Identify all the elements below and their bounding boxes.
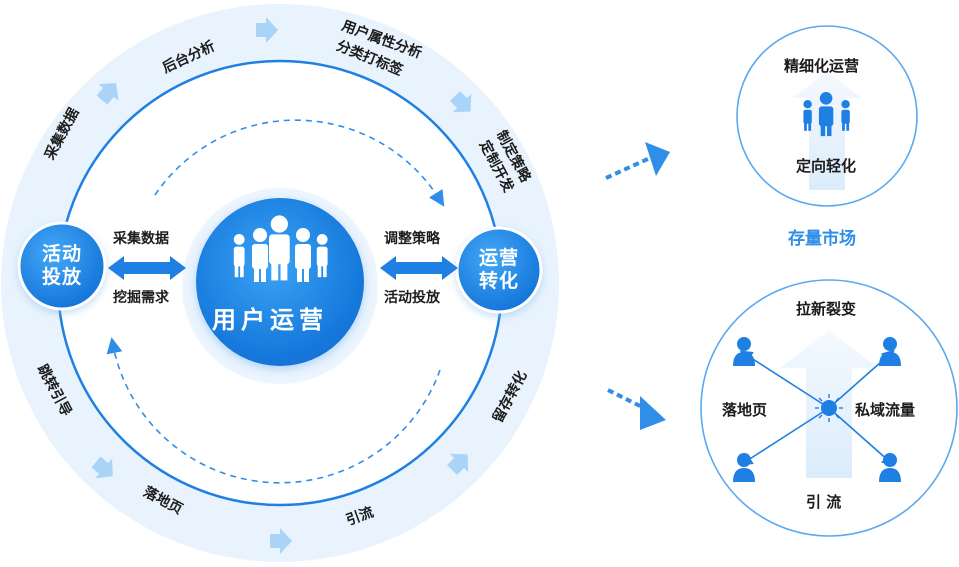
label-mine-needs: 挖掘需求 bbox=[113, 290, 169, 306]
bottom-panel-right-label: 私域流量 bbox=[855, 401, 916, 419]
label-collect-data: 采集数据 bbox=[113, 231, 169, 247]
node-right-circle bbox=[455, 226, 543, 314]
dashed-arc-top bbox=[154, 119, 445, 207]
bottom-panel-bottom-label: 引 流 bbox=[806, 493, 842, 511]
node-right-line1: 运营 bbox=[478, 247, 519, 270]
user-avatar-icon bbox=[879, 453, 901, 482]
ring-arrow-icon bbox=[91, 456, 113, 479]
burst-icon bbox=[815, 394, 843, 422]
node-left-circle bbox=[17, 221, 107, 311]
ring-arrow-icon bbox=[256, 17, 278, 43]
node-left-line2: 投放 bbox=[41, 266, 82, 288]
center-title: 用户运营 bbox=[212, 306, 328, 334]
stock-market-title: 存量市场 bbox=[788, 229, 856, 249]
user-avatar-icon bbox=[879, 337, 901, 366]
ring-arrows bbox=[91, 17, 472, 554]
label-adjust-strategy: 调整策略 bbox=[384, 231, 440, 247]
double-arrow-right bbox=[380, 256, 458, 280]
user-avatar-icon bbox=[733, 453, 755, 482]
people-icon bbox=[233, 215, 328, 282]
label-activity-launch: 活动投放 bbox=[384, 290, 440, 306]
bottom-panel-top-label: 拉新裂变 bbox=[796, 300, 857, 318]
node-activity-launch: 活动 投放 bbox=[19, 223, 105, 309]
ring-arrow-icon bbox=[447, 453, 469, 475]
ring-arrow-icon bbox=[450, 91, 472, 113]
double-arrow-left bbox=[108, 256, 186, 280]
node-operation-conversion: 运营 转化 bbox=[457, 228, 541, 312]
arrow-to-bottom-panel bbox=[607, 388, 666, 430]
top-panel-bottom-label: 定向轻化 bbox=[796, 157, 857, 175]
bottom-panel-left-label: 落地页 bbox=[722, 401, 768, 419]
node-left-line1: 活动 bbox=[41, 243, 82, 266]
user-avatars bbox=[733, 337, 901, 482]
arrow-to-top-panel bbox=[605, 142, 670, 180]
team-icon bbox=[803, 92, 850, 137]
dashed-arc-bottom bbox=[106, 337, 441, 484]
user-avatar-icon bbox=[733, 337, 755, 366]
ring-arrow-icon bbox=[96, 83, 119, 105]
node-right-line2: 转化 bbox=[478, 270, 519, 292]
top-panel-top-label: 精细化运营 bbox=[784, 57, 860, 75]
ring-arrow-icon bbox=[270, 528, 292, 554]
